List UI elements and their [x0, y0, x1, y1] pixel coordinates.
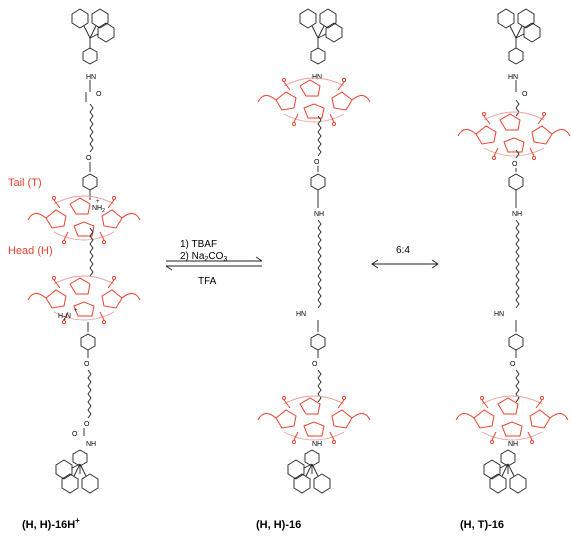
compound-3-structure: HN O O NH HN O NH	[455, 8, 571, 494]
equilibrium-arrow	[371, 259, 439, 269]
atom-o: O	[522, 91, 528, 98]
atom-nh2: NH2	[92, 205, 105, 214]
reagent-reverse: TFA	[198, 276, 217, 287]
atom-nh: NH	[512, 211, 522, 218]
atom-hn: HN	[312, 74, 322, 81]
atom-h2n: H2N	[58, 313, 71, 322]
atom-o: O	[72, 431, 78, 438]
head-label: Head (H)	[8, 245, 53, 257]
atom-o: O	[86, 155, 92, 162]
reagent-step-2: 2) Na2CO3	[180, 251, 227, 263]
atom-hn: HN	[494, 311, 504, 318]
compound-2-label: (H, H)-16	[256, 519, 301, 531]
charge-plus: +	[96, 199, 100, 205]
atom-nh: NH	[86, 441, 96, 448]
compound-1-label: (H, H)-16H+	[22, 516, 80, 531]
atom-o: O	[512, 161, 518, 168]
atom-o: O	[96, 91, 102, 98]
compound-2-structure: HN O NH HN O NH	[257, 8, 371, 494]
ratio-label: 6:4	[396, 245, 410, 256]
charge-plus: +	[74, 308, 78, 314]
compound-3-label: (H, T)-16	[460, 519, 504, 531]
reaction-arrows-1	[165, 256, 263, 271]
atom-o: O	[510, 361, 516, 368]
atom-hn: HN	[508, 74, 518, 81]
atom-nh: NH	[314, 211, 324, 218]
atom-hn: HN	[296, 311, 306, 318]
atom-o: O	[312, 361, 318, 368]
reagent-step-1: 1) TBAF	[180, 239, 217, 250]
tail-label: Tail (T)	[8, 177, 42, 189]
atom-nh: NH	[508, 441, 518, 448]
atom-o: O	[314, 159, 320, 166]
atom-nh: NH	[312, 441, 322, 448]
atom-o: O	[84, 361, 90, 368]
atom-hn: HN	[86, 74, 96, 81]
compound-1-structure: HN O O NH2 + H2N + O O O NH	[27, 8, 141, 494]
atom-o: O	[84, 421, 90, 428]
